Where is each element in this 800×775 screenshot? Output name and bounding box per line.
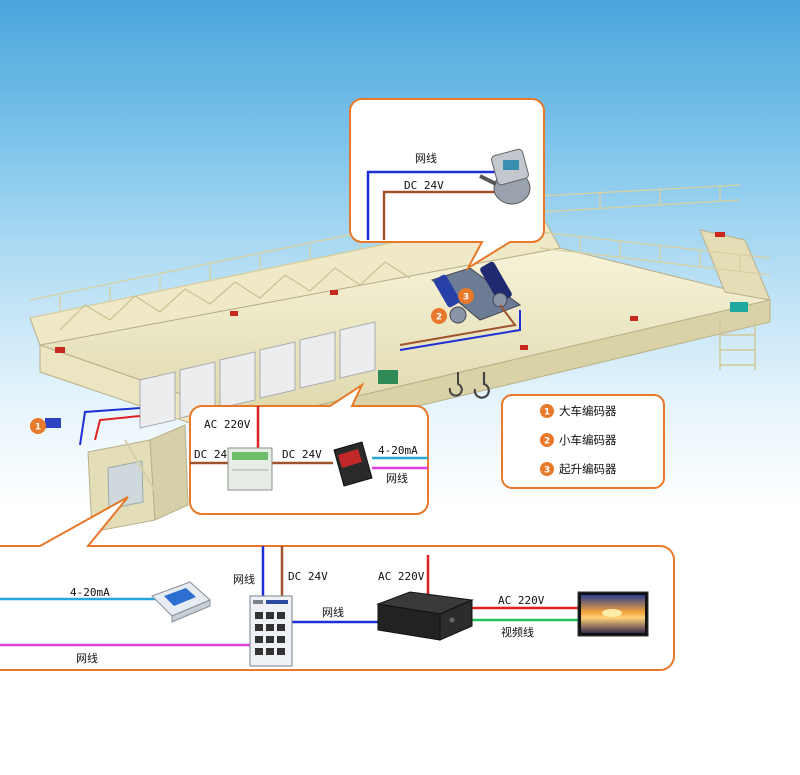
svg-text:1: 1 [35,423,41,433]
crane-front-railing [539,231,771,276]
mid-network-label: 网线 [386,471,408,485]
crane-hook-right [473,372,490,399]
svg-text:大车编码器: 大车编码器 [559,404,617,418]
crane-truss [59,261,411,331]
power-supply-device [227,447,273,491]
crane-warning-lights [55,232,725,353]
svg-text:3: 3 [544,466,550,476]
crane-motor-right [730,302,748,312]
legend: 1 大车编码器 2 小车编码器 3 起升编码器 [501,394,665,489]
hoist-encoder-device [479,148,531,205]
top-network-label: 网线 [415,151,437,165]
top-power-wire [382,190,500,240]
legend-item-2: 2 小车编码器 [540,433,617,447]
crane-hook-left [448,372,463,397]
svg-text:2: 2 [436,313,442,323]
monitor-power-label: AC 220V [498,594,545,607]
nvr-recorder-device [376,591,474,641]
crane-structure [29,184,771,533]
bottom-network-left-label: 网线 [76,651,98,665]
bottom-callout: 4-20mA 网线 网线 DC 24V 网线 AC 220V AC 220V 视… [0,496,675,671]
electrical-cabinets [139,321,376,429]
svg-text:小车编码器: 小车编码器 [559,433,617,447]
operator-cabin [87,424,200,533]
crane-wiring [79,304,521,446]
crane-motor-left [45,418,61,428]
video-monitor-device [577,591,649,637]
encoder-marker-3: 3 [458,288,474,304]
encoder-marker-1: 1 [30,418,46,434]
switch-power-label: DC 24V [288,570,328,583]
mid-dc-left-label: DC 24V [194,448,234,461]
encoder-marker-2: 2 [431,308,447,324]
mid-dc-mid-label: DC 24V [282,448,322,461]
svg-text:起升编码器: 起升编码器 [559,462,617,476]
switch-out-network-label: 网线 [322,605,344,619]
crane-ladder-right [719,320,756,370]
crane-green-box [378,370,398,384]
legend-item-1: 1 大车编码器 [540,404,617,418]
nvr-power-label: AC 220V [378,570,425,583]
bottom-signal-label: 4-20mA [70,586,110,599]
legend-item-3: 3 起升编码器 [540,462,617,476]
crane-end-carriage-right [699,229,771,301]
trolley [430,261,522,324]
signal-transmitter-device [151,581,211,623]
converter-module-device [333,441,373,487]
switch-network-label: 网线 [233,572,255,586]
video-label: 视频线 [501,625,534,639]
svg-text:1: 1 [544,408,550,418]
mid-ac-label: AC 220V [204,418,251,431]
mid-callout: AC 220V DC 24V DC 24V 4-20mA 网线 [189,382,429,515]
svg-text:2: 2 [544,437,550,447]
top-power-label: DC 24V [404,179,444,192]
ethernet-switch-device [249,595,293,667]
top-network-wire [366,170,495,240]
svg-text:3: 3 [463,293,469,303]
top-callout: 网线 DC 24V [349,98,545,271]
mid-signal-label: 4-20mA [378,444,418,457]
